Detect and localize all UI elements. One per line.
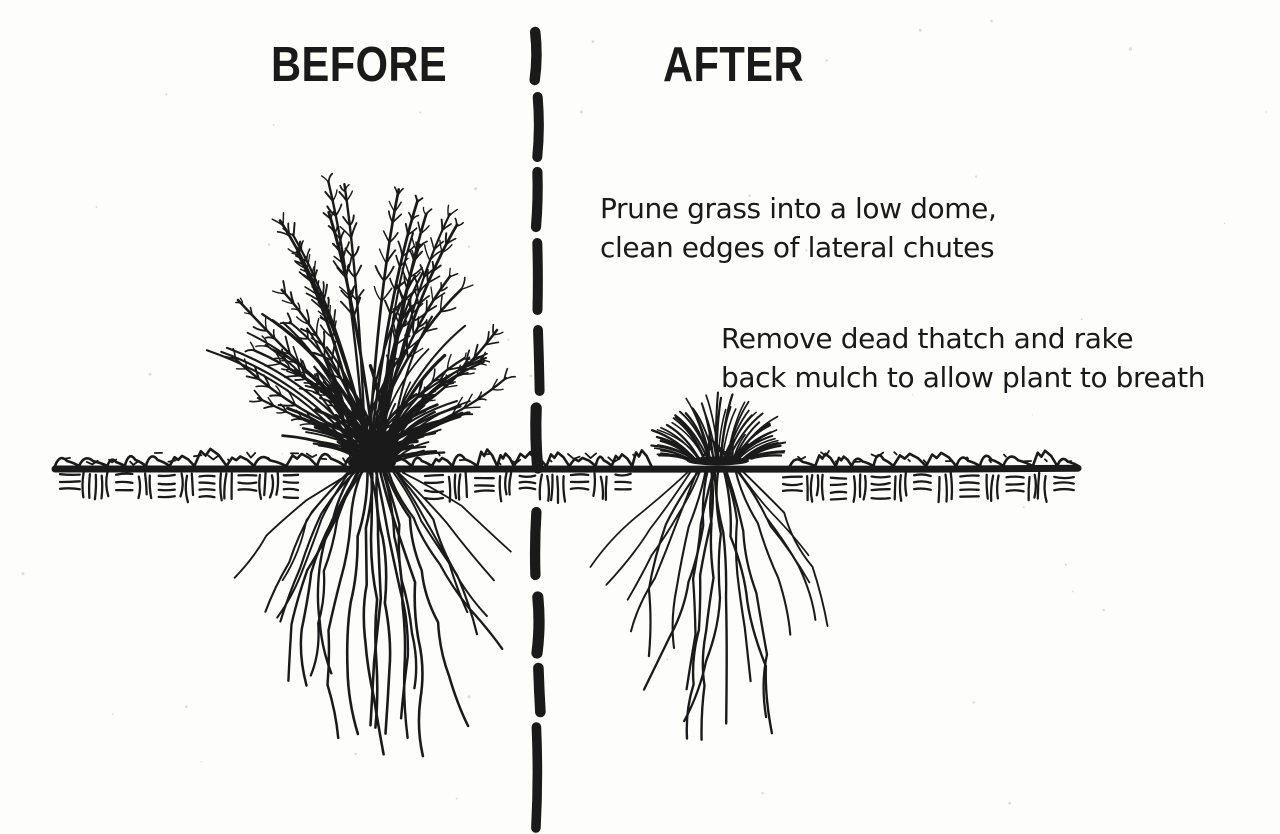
annotation-remove-thatch: Remove dead thatch and rake back mulch t… <box>721 322 1206 394</box>
paper-speckle-texture <box>21 19 1267 805</box>
before-unpruned-grass-illustration <box>205 172 516 758</box>
mulch-soil-ground-illustration <box>51 447 1082 505</box>
after-pruned-grass-dome-illustration <box>589 391 829 741</box>
before-heading: BEFORE <box>271 38 448 92</box>
annotation-prune-dome: Prune grass into a low dome, clean edges… <box>600 192 997 264</box>
dashed-divider-line <box>529 26 546 833</box>
after-heading: AFTER <box>663 38 804 92</box>
